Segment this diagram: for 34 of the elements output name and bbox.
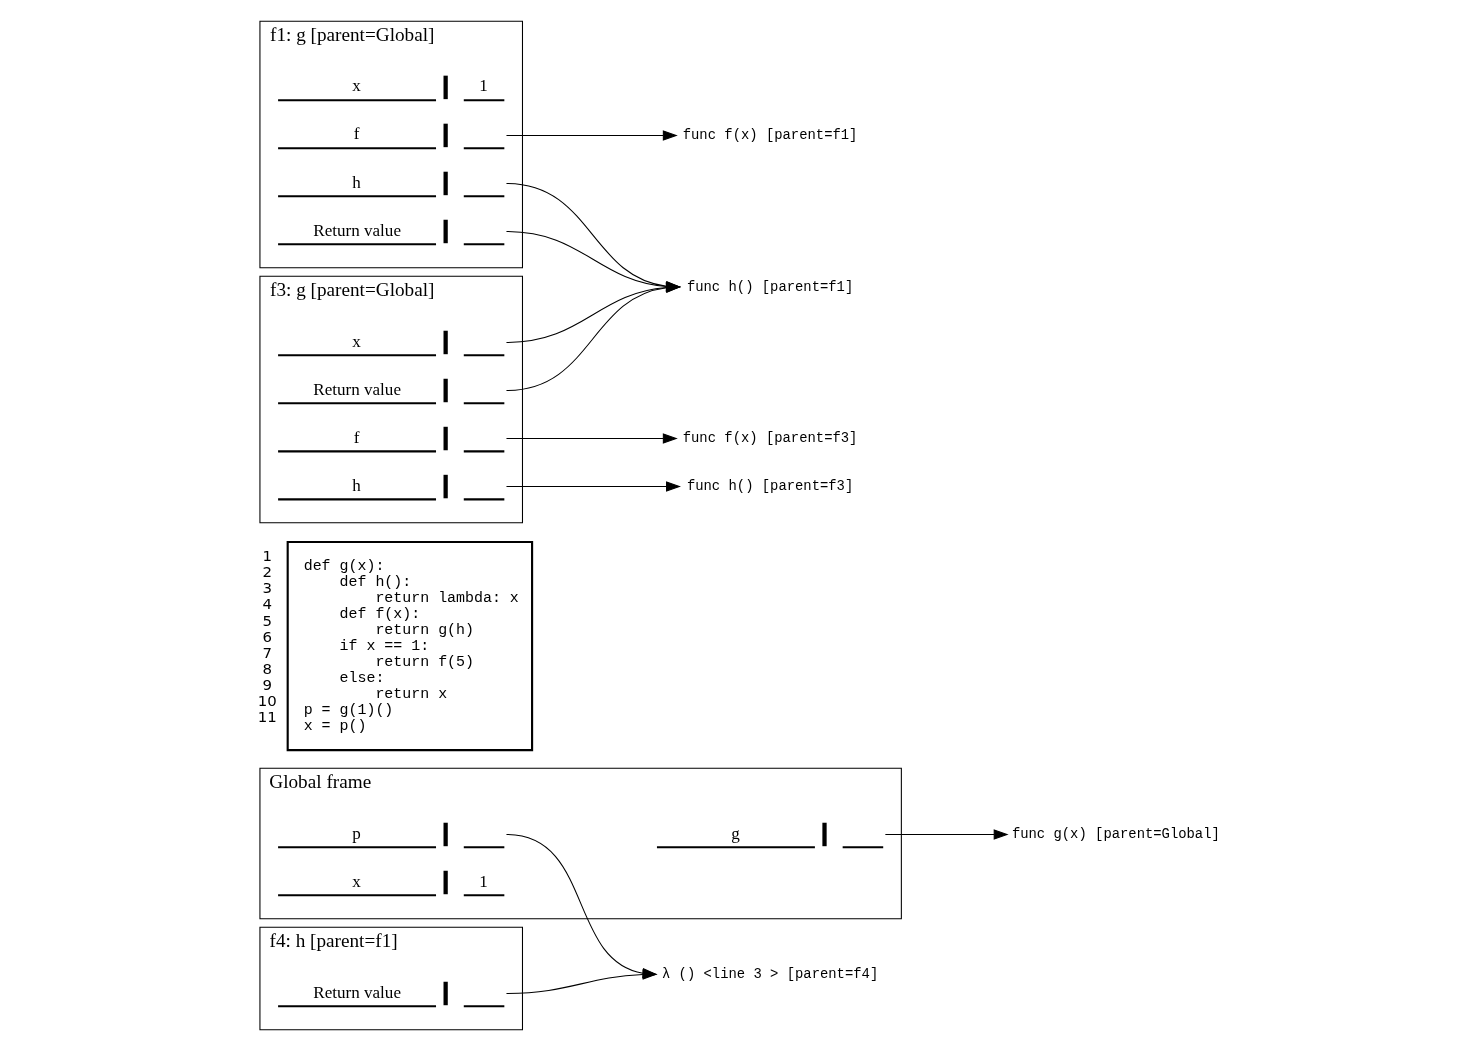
node-label: 4 — [262, 595, 273, 614]
node-text: x — [352, 331, 361, 351]
node-text: x 1 — [352, 76, 488, 96]
node-text: func g(x) [parent=Global] — [1011, 826, 1220, 843]
node-text: func h() [parent=f3] — [686, 478, 854, 495]
node-text: h — [352, 475, 361, 495]
node-label: 9 — [262, 675, 273, 694]
node-text: func f(x) [parent=f3] — [682, 430, 858, 447]
node-label: 2 — [262, 563, 273, 582]
node-text: Return value — [313, 379, 401, 399]
node-label: 5 — [262, 611, 273, 630]
node-text: x 1 — [352, 871, 488, 891]
node-text: g — [731, 823, 740, 843]
node-label: 7 — [262, 643, 273, 662]
arrow — [505, 130, 678, 141]
node-text: Return value — [313, 220, 401, 240]
arrow — [505, 433, 678, 444]
node-box: def g(x): def h(): return lambda: x def f(x): return g(h) if x == 1: return f(5) else: return x p = g(1)() x = p() — [286, 540, 534, 752]
node-text: f — [353, 124, 360, 144]
node-text: func f(x) [parent=f1] — [682, 127, 858, 144]
arrow — [884, 829, 1009, 840]
node-label: 8 — [262, 659, 273, 678]
node-text: λ () <line 3 > [parent=f4] — [661, 965, 879, 982]
node-label: 6 — [262, 627, 273, 646]
node-label: 11 — [257, 707, 277, 726]
node-text: p — [352, 823, 361, 843]
node-text: func h() [parent=f1] — [686, 278, 854, 295]
node-label: 1 — [262, 547, 273, 566]
node-text: f — [353, 427, 360, 447]
node-label: 10 — [257, 691, 277, 710]
node-label: 3 — [262, 579, 273, 598]
arrow — [505, 481, 681, 492]
node-text: Return value — [313, 982, 401, 1002]
node-text: h — [352, 172, 361, 192]
